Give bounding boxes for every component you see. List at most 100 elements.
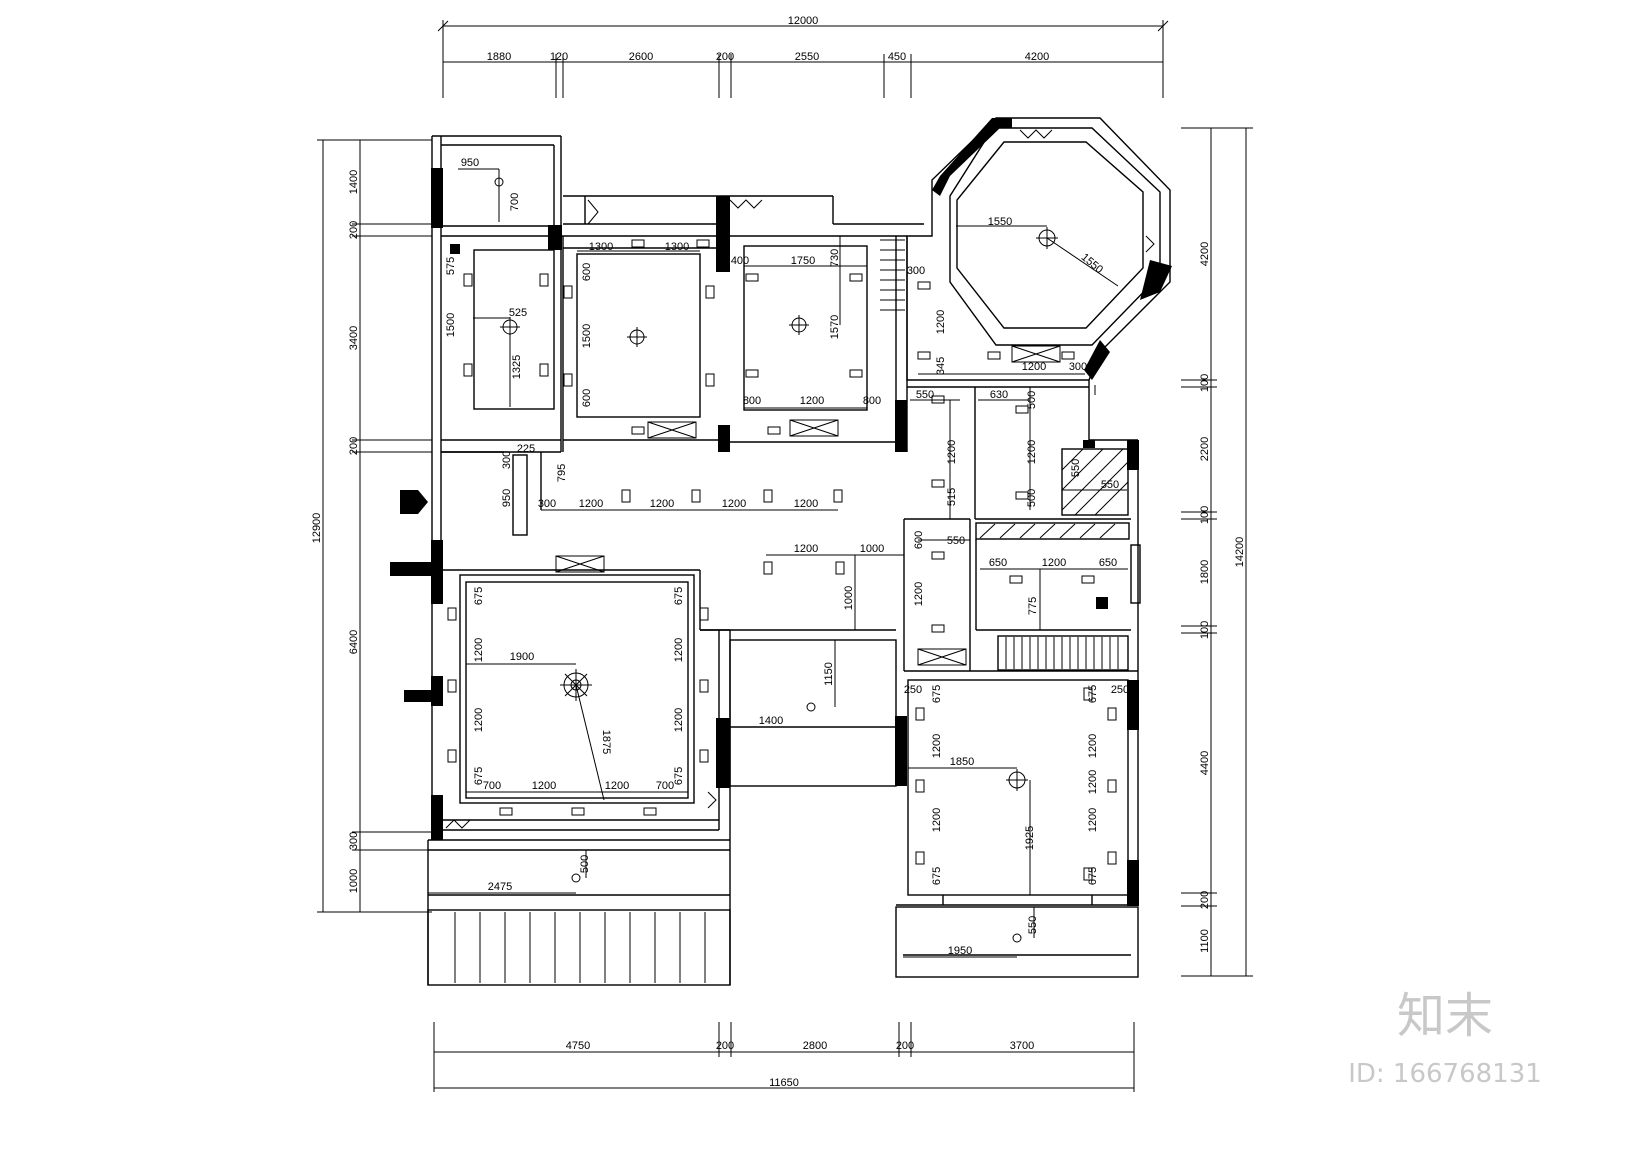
room-dim-30: 1200 bbox=[1026, 440, 1038, 464]
room-dim-72: 1850 bbox=[950, 756, 974, 768]
room-dim-22: 1550 bbox=[1079, 251, 1105, 276]
room-dim-80: 1200 bbox=[1087, 770, 1099, 794]
top-dim-3: 200 bbox=[716, 51, 734, 63]
room-dim-48: 1200 bbox=[913, 582, 925, 606]
watermark-id: ID: 166768131 bbox=[1348, 1059, 1542, 1089]
room-dim-14: 1570 bbox=[829, 315, 841, 339]
bottom-dim-1: 200 bbox=[716, 1040, 734, 1052]
room-dim-20: 345 bbox=[935, 357, 947, 375]
room-dim-16: 1200 bbox=[800, 395, 824, 407]
room-dim-25: 550 bbox=[916, 389, 934, 401]
window-curtains bbox=[445, 129, 1155, 829]
room-dim-69: 250 bbox=[904, 684, 922, 696]
room-dim-67: 1150 bbox=[823, 662, 835, 686]
room-dim-32: 550 bbox=[1070, 459, 1082, 477]
room-dim-60: 1200 bbox=[473, 708, 485, 732]
bottom-dim-2: 2800 bbox=[803, 1040, 827, 1052]
right-dim-3: 100 bbox=[1199, 506, 1211, 524]
room-dim-44: 1000 bbox=[860, 543, 884, 555]
watermark-logo: 知末 bbox=[1397, 988, 1493, 1044]
room-dim-45: 1000 bbox=[843, 586, 855, 610]
room-dim-78: 250 bbox=[1111, 684, 1129, 696]
right-dim-6: 4400 bbox=[1199, 751, 1211, 775]
room-dim-59: 675 bbox=[673, 767, 685, 785]
room-dim-66: 1875 bbox=[600, 730, 612, 754]
room-dim-82: 500 bbox=[579, 855, 591, 873]
room-dim-35: 225 bbox=[517, 443, 535, 455]
top-dimension-chain: 12000 1880 120 2600 200 2550 450 4200 bbox=[437, 15, 1169, 98]
cabinet-slats bbox=[1005, 637, 1119, 669]
room-dim-27: 515 bbox=[946, 488, 958, 506]
room-dim-38: 300 bbox=[538, 498, 556, 510]
watermark: 知末 ID: 166768131 bbox=[1348, 988, 1542, 1089]
room-dim-70: 675 bbox=[931, 685, 943, 703]
room-dim-34: 300 bbox=[501, 451, 513, 469]
room-dim-21: 1550 bbox=[988, 216, 1012, 228]
top-dim-6: 4200 bbox=[1025, 51, 1049, 63]
room-dim-65: 700 bbox=[656, 780, 674, 792]
room-dim-11: 400 bbox=[731, 255, 749, 267]
room-dim-39: 1200 bbox=[579, 498, 603, 510]
room-dim-10: 600 bbox=[581, 389, 593, 407]
room-dim-33: 550 bbox=[1101, 479, 1119, 491]
top-dim-1: 120 bbox=[550, 51, 568, 63]
room-dim-41: 1200 bbox=[722, 498, 746, 510]
room-dim-13: 730 bbox=[829, 249, 841, 267]
bottom-dim-3: 200 bbox=[896, 1040, 914, 1052]
room-dim-leaders bbox=[428, 168, 1128, 958]
downlights bbox=[447, 239, 1117, 881]
room-dim-7: 1300 bbox=[665, 241, 689, 253]
room-dim-0: 950 bbox=[461, 157, 479, 169]
room-dim-74: 1925 bbox=[1024, 826, 1036, 850]
room-dim-17: 800 bbox=[863, 395, 881, 407]
left-dim-3: 200 bbox=[348, 437, 360, 455]
room-dim-6: 1300 bbox=[589, 241, 613, 253]
room-dim-49: 650 bbox=[989, 557, 1007, 569]
right-dim-8: 1100 bbox=[1199, 929, 1211, 953]
room-dim-51: 650 bbox=[1099, 557, 1117, 569]
room-dimension-labels: 950 700 575 525 1500 1325 1300 1300 600 … bbox=[445, 157, 1129, 957]
room-dim-47: 550 bbox=[947, 535, 965, 547]
room-dim-4: 1500 bbox=[445, 313, 457, 337]
room-dim-84: 550 bbox=[1027, 916, 1039, 934]
room-dim-83: 2475 bbox=[488, 881, 512, 893]
room-dim-24: 300 bbox=[1069, 361, 1087, 373]
room-dim-12: 1750 bbox=[791, 255, 815, 267]
room-dim-23: 1200 bbox=[1022, 361, 1046, 373]
right-dim-7: 200 bbox=[1199, 891, 1211, 909]
room-dim-58: 675 bbox=[473, 767, 485, 785]
room-dim-46: 600 bbox=[913, 531, 925, 549]
room-dim-26: 1200 bbox=[946, 440, 958, 464]
room-dim-53: 675 bbox=[473, 587, 485, 605]
room-dim-28: 630 bbox=[990, 389, 1008, 401]
floor-plan-walls bbox=[427, 117, 1171, 986]
room-dim-29: 500 bbox=[1026, 391, 1038, 409]
room-dim-61: 1200 bbox=[673, 708, 685, 732]
room-dim-37: 950 bbox=[501, 489, 513, 507]
room-dim-31: 500 bbox=[1026, 489, 1038, 507]
left-total-dim: 12900 bbox=[311, 513, 323, 544]
bottom-total-dim: 11650 bbox=[769, 1077, 799, 1089]
right-dim-5: 100 bbox=[1199, 621, 1211, 639]
room-dim-50: 1200 bbox=[1042, 557, 1066, 569]
room-dim-8: 600 bbox=[581, 263, 593, 281]
top-dim-2: 2600 bbox=[629, 51, 653, 63]
ceiling-lamps bbox=[494, 177, 1058, 943]
room-dim-52: 775 bbox=[1027, 597, 1039, 615]
room-dim-18: 300 bbox=[907, 265, 925, 277]
room-dim-1: 700 bbox=[509, 193, 521, 211]
left-dim-5: 300 bbox=[348, 832, 360, 850]
room-dim-77: 675 bbox=[1087, 685, 1099, 703]
right-dim-4: 1800 bbox=[1199, 560, 1211, 584]
room-dim-36: 795 bbox=[556, 464, 568, 482]
room-dim-75: 675 bbox=[931, 867, 943, 885]
room-dim-68: 1400 bbox=[759, 715, 783, 727]
room-dim-76: 1200 bbox=[1087, 734, 1099, 758]
bottom-dimension-chain: 4750 200 2800 200 3700 11650 bbox=[433, 1022, 1135, 1092]
room-dim-63: 1200 bbox=[532, 780, 556, 792]
room-dim-56: 1900 bbox=[510, 651, 534, 663]
right-dimension-chain: 4200 100 2200 100 1800 100 4400 200 1100… bbox=[1181, 127, 1253, 977]
room-dim-55: 1200 bbox=[473, 638, 485, 662]
left-dimension-chain: 12900 1400 200 3400 200 6400 300 1000 bbox=[311, 139, 432, 913]
